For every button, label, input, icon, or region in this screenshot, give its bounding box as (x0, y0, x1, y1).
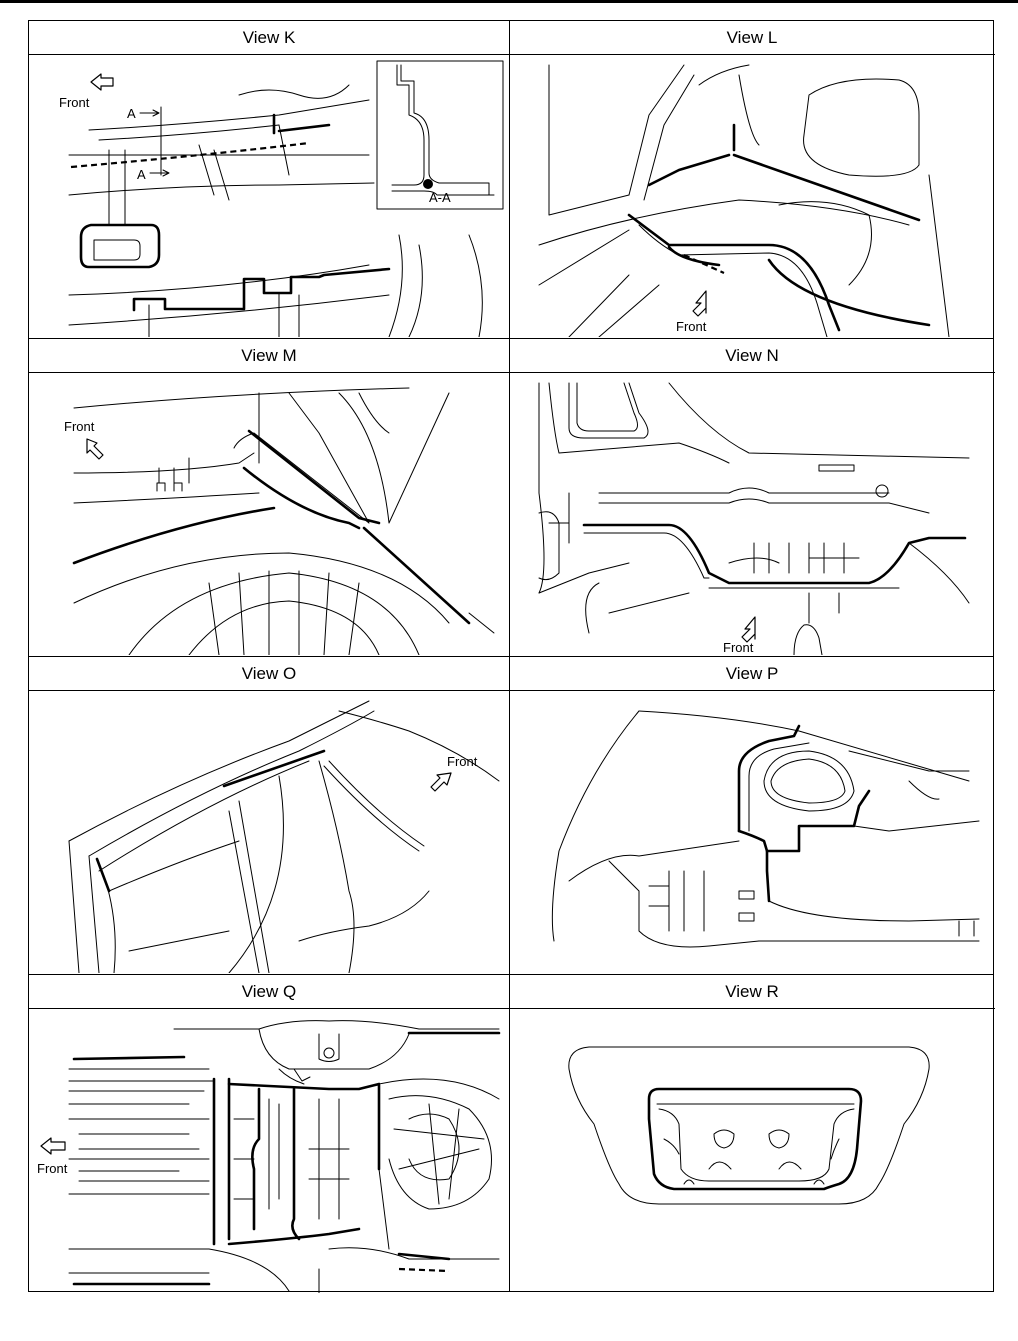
view-r-panel: View R (509, 975, 995, 1293)
view-n-front-label: Front (723, 640, 754, 655)
front-arrow-icon (430, 772, 452, 792)
view-r-drawing (568, 1046, 930, 1205)
front-arrow-icon (741, 616, 756, 643)
view-q-title: View Q (29, 975, 509, 1009)
view-k-panel: View K Front A A (29, 21, 509, 338)
view-k-front-label: Front (59, 95, 90, 110)
view-l-title: View L (509, 21, 995, 55)
section-a-a-inset (376, 60, 504, 210)
view-p-title: View P (509, 657, 995, 691)
page-top-rule (0, 0, 1018, 3)
view-m-drawing: Front (64, 387, 495, 655)
views-grid: View K Front A A (28, 20, 995, 1293)
view-k-drawing: Front A A (59, 60, 504, 337)
view-n-drawing: Front (538, 382, 970, 655)
view-l-front-label: Front (676, 319, 707, 334)
view-r-title: View R (509, 975, 995, 1009)
view-m-front-label: Front (64, 419, 95, 434)
section-a-a-label: A-A (429, 190, 451, 205)
row-divider-2 (29, 656, 993, 657)
view-q-drawing: Front (37, 1020, 501, 1293)
view-m-panel: View M Front (29, 339, 509, 656)
view-o-panel: View O Front (29, 657, 509, 974)
view-n-panel: View N Front (509, 339, 995, 656)
view-p-drawing (551, 710, 980, 948)
front-arrow-icon (692, 290, 707, 317)
front-arrow-icon (90, 73, 114, 91)
view-o-title: View O (29, 657, 509, 691)
view-q-panel: View Q Front (29, 975, 509, 1293)
view-o-front-label: Front (447, 754, 478, 769)
view-n-title: View N (509, 339, 995, 373)
view-q-front-label: Front (37, 1161, 68, 1176)
row-divider-3 (29, 974, 993, 975)
view-o-drawing: Front (68, 700, 500, 973)
view-p-panel: View P (509, 657, 995, 974)
view-m-title: View M (29, 339, 509, 373)
front-arrow-icon (86, 438, 104, 460)
row-divider-1 (29, 338, 993, 339)
view-k-section-mark-lower: A (137, 167, 146, 182)
view-l-panel: View L Front (509, 21, 995, 338)
view-k-section-mark-upper: A (127, 106, 136, 121)
front-arrow-icon (40, 1137, 66, 1155)
view-l-drawing: Front (538, 64, 950, 337)
view-k-title: View K (29, 21, 509, 55)
